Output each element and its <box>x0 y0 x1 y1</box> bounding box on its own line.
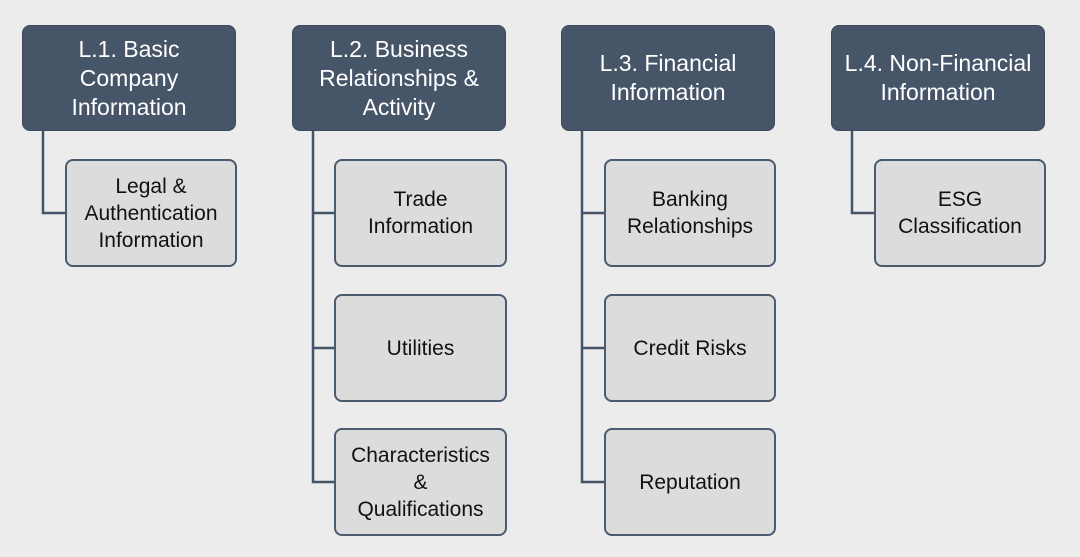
node-banking-relationships: Banking Relationships <box>604 159 776 267</box>
node-credit-risks: Credit Risks <box>604 294 776 402</box>
header-l4-non-financial-information: L.4. Non-Financial Information <box>831 25 1045 131</box>
node-utilities: Utilities <box>334 294 507 402</box>
node-legal-authentication-information: Legal & Authentication Information <box>65 159 237 267</box>
connector-l2 <box>311 131 334 484</box>
header-l2-business-relationships-activity: L.2. Business Relationships & Activity <box>292 25 506 131</box>
connector-l1 <box>41 131 65 215</box>
connector-l4 <box>850 131 874 215</box>
header-l3-financial-information: L.3. Financial Information <box>561 25 775 131</box>
header-l1-basic-company-information: L.1. Basic Company Information <box>22 25 236 131</box>
node-reputation: Reputation <box>604 428 776 536</box>
node-esg-classification: ESG Classification <box>874 159 1046 267</box>
node-trade-information: Trade Information <box>334 159 507 267</box>
connector-l3 <box>580 131 604 484</box>
node-characteristics-qualifications: Characteristics & Qualifications <box>334 428 507 536</box>
